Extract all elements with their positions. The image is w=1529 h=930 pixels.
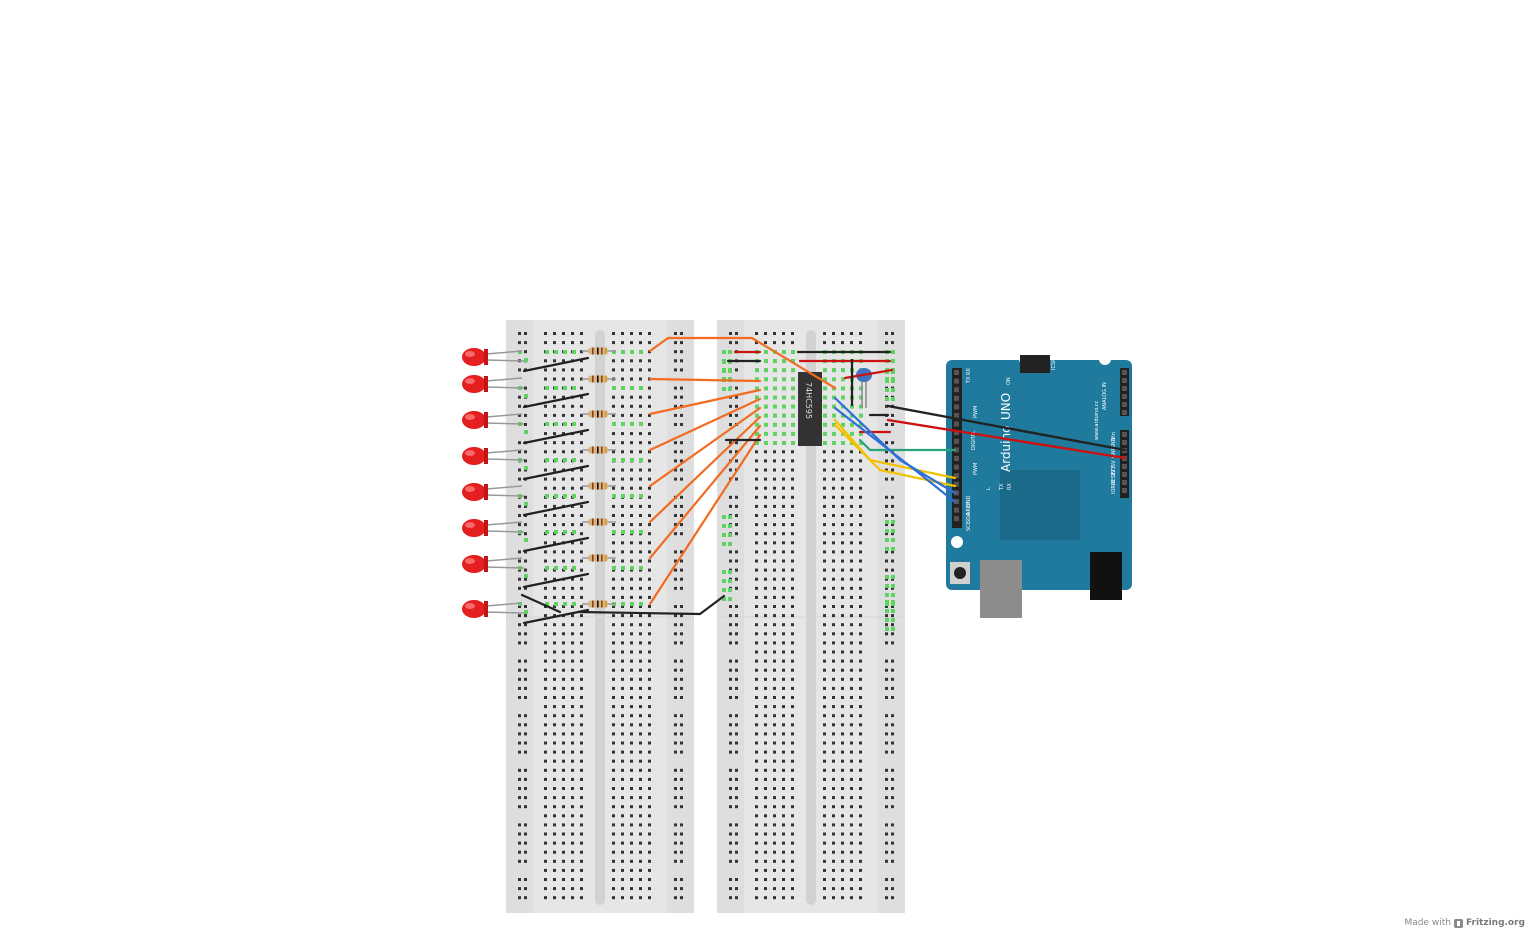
resistors <box>582 347 616 608</box>
power-pin-label: GND <box>1111 437 1117 449</box>
led-label-rx: RX <box>1007 483 1013 490</box>
power-pin-label: Vin <box>1111 432 1117 440</box>
fritzing-credit: Made with Fritzing.org <box>1404 918 1525 928</box>
power-pin-label: GND <box>1111 446 1117 458</box>
pwm-label-2: PWM <box>973 463 979 475</box>
top-label-tx: TX <box>966 376 972 384</box>
shift-register-74hc595: 74HC595 <box>798 372 822 446</box>
arduino-model-text: UNO <box>999 393 1013 420</box>
fritzing-brand-link[interactable]: Fritzing.org <box>1465 918 1525 928</box>
red-led <box>462 411 525 429</box>
left-label-scl: SCL <box>966 521 972 531</box>
power-pin-label: IOREF <box>1111 479 1117 494</box>
arduino-site-text: www.arduino.cc <box>1094 400 1100 440</box>
red-led <box>462 519 525 537</box>
power-pin-label: RESET <box>1111 468 1117 485</box>
led-label-l: L <box>986 487 992 490</box>
icsp-label: ICSP <box>1051 359 1057 370</box>
left-label-gnd: GND <box>966 495 972 507</box>
red-led <box>462 348 525 366</box>
digital-header-label: DIGITAL <box>971 430 977 450</box>
arduino-logo-text: Arduino <box>999 426 1013 472</box>
chip-label: 74HC595 <box>804 382 813 419</box>
top-label-rx: RX <box>966 368 972 375</box>
on-label: ON <box>1006 377 1012 385</box>
red-led <box>462 483 525 501</box>
red-led <box>462 375 525 393</box>
left-label-aref: AREF <box>966 502 972 515</box>
analog-header-label: ANALOG IN <box>1102 382 1108 410</box>
red-led <box>462 447 525 465</box>
red-led <box>462 600 525 618</box>
leds <box>462 348 525 618</box>
red-led <box>462 555 525 573</box>
pwm-label-1: PWM <box>973 406 979 418</box>
power-pin-label: 3V3 <box>1111 466 1117 476</box>
fritzing-logo-icon <box>1453 918 1463 928</box>
power-pin-label: 5V <box>1111 460 1117 467</box>
made-with-text: Made with <box>1404 918 1451 928</box>
left-label-sda: SDA <box>966 512 972 523</box>
led-label-tx: TX <box>999 483 1005 491</box>
arduino-uno-board: Arduino UNO www.arduino.cc DIGITAL ANALO… <box>946 353 1132 618</box>
breadboard-left <box>506 320 694 913</box>
wires <box>520 336 1127 625</box>
